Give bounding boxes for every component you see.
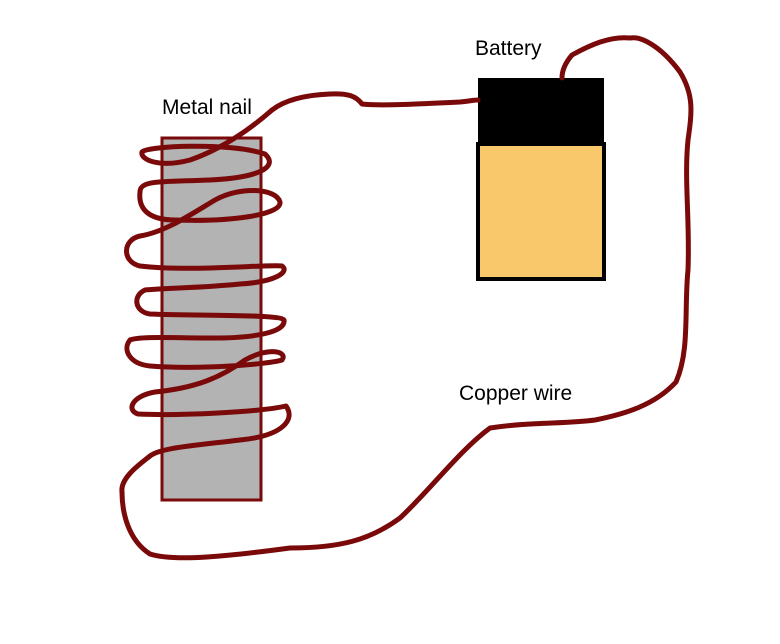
copper-wire-label: Copper wire <box>459 382 573 405</box>
metal-nail-label: Metal nail <box>162 96 252 119</box>
copper-wire-return <box>119 35 694 561</box>
battery-body <box>476 142 606 281</box>
coil-wire <box>119 107 292 495</box>
battery-label: Battery <box>475 37 542 60</box>
copper-wire-top <box>269 91 481 113</box>
battery-terminal-cap <box>478 78 604 144</box>
